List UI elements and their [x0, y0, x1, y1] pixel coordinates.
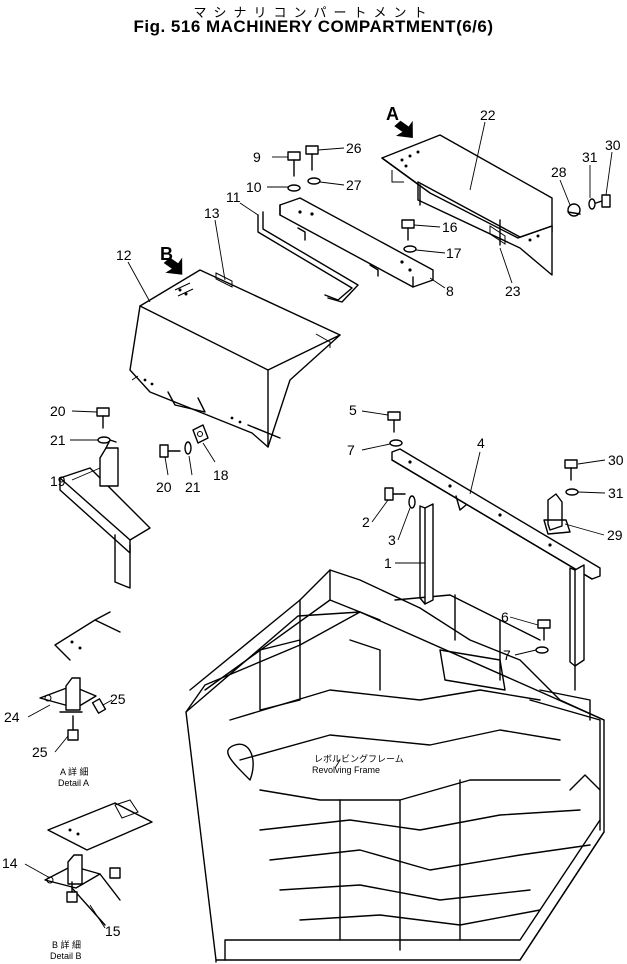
- callout-20-lower: 20: [156, 479, 172, 495]
- bar-4: [391, 448, 601, 580]
- leader-lines: [24, 121, 613, 929]
- callout-20-upper: 20: [50, 403, 66, 419]
- bolt-16: [401, 219, 415, 241]
- callout-16: 16: [442, 219, 458, 235]
- callout-21-upper: 21: [50, 432, 66, 448]
- bolt-20-upper: [96, 407, 110, 429]
- view-marker-b: B: [160, 244, 173, 264]
- callout-14: 14: [2, 855, 18, 871]
- striker-29: [543, 493, 571, 535]
- bolt-9: [287, 151, 301, 177]
- callout-22: 22: [480, 107, 496, 123]
- bolt-6: [537, 619, 551, 641]
- callout-26: 26: [346, 140, 362, 156]
- detail-b-label-en: Detail B: [50, 951, 82, 961]
- detail-b-view: [44, 799, 153, 926]
- callout-27: 27: [346, 177, 362, 193]
- view-marker-a: A: [386, 104, 399, 124]
- title-japanese: マシナリコンパートメント: [193, 6, 434, 21]
- washer-31-upper: [588, 198, 596, 210]
- view-arrow-b: [163, 257, 183, 275]
- callout-29: 29: [607, 527, 623, 543]
- callout-9: 9: [253, 149, 261, 165]
- callout-25-right: 25: [110, 691, 126, 707]
- washer-10: [287, 184, 301, 192]
- callout-3: 3: [388, 532, 396, 548]
- detail-a-label-en: Detail A: [58, 778, 89, 788]
- clamp-28: [567, 203, 581, 217]
- callout-5: 5: [349, 402, 357, 418]
- figure-title: Fig. 516 MACHINERY COMPARTMENT(6/6): [133, 17, 494, 36]
- callout-31-lower: 31: [608, 485, 624, 501]
- bolt-26: [305, 145, 319, 171]
- detail-a-label-jp: A 詳 細: [60, 766, 89, 777]
- washer-21-lower: [184, 441, 192, 455]
- washer-17: [403, 245, 417, 253]
- callout-10: 10: [246, 179, 262, 195]
- detail-a-view: [39, 611, 121, 713]
- washer-21-upper: [97, 436, 111, 444]
- callout-31-upper: 31: [582, 149, 598, 165]
- stay-right: [569, 564, 585, 691]
- callout-17: 17: [446, 245, 462, 261]
- bolt-detail-b: [66, 867, 121, 903]
- bracket-19: [59, 439, 151, 589]
- bolt-25-a-top: [91, 698, 107, 714]
- washer-3: [408, 495, 416, 509]
- bolt-5: [387, 411, 401, 433]
- stay-1: [419, 503, 434, 605]
- washer-31-lower: [565, 488, 579, 496]
- callout-30-lower: 30: [608, 452, 624, 468]
- bolt-2: [384, 487, 406, 501]
- bolt-20-lower: [159, 444, 181, 458]
- callout-12: 12: [116, 247, 132, 263]
- callout-7-lower: 7: [503, 647, 511, 663]
- callout-23: 23: [505, 283, 521, 299]
- callout-15: 15: [105, 923, 121, 939]
- view-arrow-a: [394, 120, 413, 138]
- callout-8: 8: [446, 283, 454, 299]
- callout-25-left: 25: [32, 744, 48, 760]
- bolt-30-lower: [564, 459, 578, 481]
- callout-6: 6: [501, 609, 509, 625]
- callout-2: 2: [362, 514, 370, 530]
- bolt-30-upper: [595, 194, 611, 208]
- callout-labels: 22 9 26 10 27 11 13 12 16 17 8 23 28 31 …: [2, 104, 624, 961]
- callout-21-lower: 21: [185, 479, 201, 495]
- washer-7-lower: [535, 646, 549, 654]
- callout-24: 24: [4, 709, 20, 725]
- frame-label-en: Revolving Frame: [312, 765, 380, 775]
- latch-18: [192, 424, 209, 444]
- bolt-25-a-bottom: [67, 715, 79, 741]
- cover-12: [129, 269, 341, 448]
- detail-b-label-jp: B 詳 細: [52, 939, 81, 950]
- bracket-8: [279, 197, 434, 288]
- callout-30-upper: 30: [605, 137, 621, 153]
- callout-13: 13: [204, 205, 220, 221]
- frame-label-jp: レボルビングフレーム: [314, 753, 404, 764]
- callout-28: 28: [551, 164, 567, 180]
- callout-4: 4: [477, 435, 485, 451]
- washer-27: [307, 177, 321, 185]
- rod-11: [257, 211, 359, 303]
- callout-19: 19: [50, 473, 66, 489]
- callout-7-upper: 7: [347, 442, 355, 458]
- callout-11: 11: [226, 189, 241, 205]
- revolving-frame: [185, 569, 605, 963]
- callout-18: 18: [213, 467, 229, 483]
- cover-22: [381, 134, 553, 276]
- callout-1: 1: [384, 555, 392, 571]
- washer-7-upper: [389, 439, 403, 447]
